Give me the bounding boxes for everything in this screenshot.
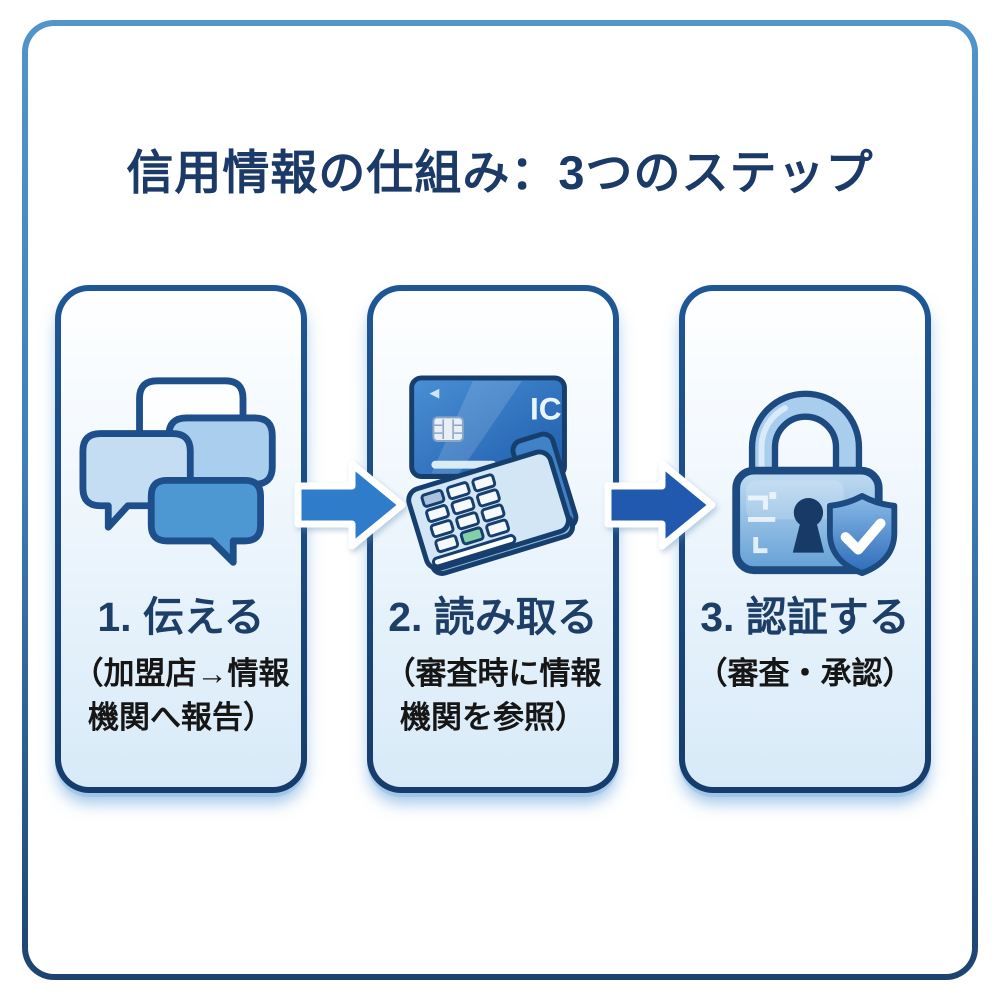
step-card-2: IC: [367, 285, 619, 793]
credit-card-reader-icon: IC: [387, 369, 599, 581]
step-2-caption: （審査時に情報機関を参照）: [384, 656, 602, 736]
step-3-heading: 3. 認証する: [700, 594, 910, 640]
step-3-caption: （審査・承認）: [696, 656, 914, 692]
step-1-caption: （加盟店→情報機関へ報告）: [72, 656, 290, 736]
page-title: 信用情報の仕組み：3つのステップ: [126, 146, 874, 199]
arrow-right-icon-step2-3: [604, 460, 716, 550]
step-2-heading: 2. 読み取る: [388, 594, 598, 640]
step-card-1: 1. 伝える （加盟店→情報機関へ報告）: [55, 285, 307, 793]
step-1-heading: 1. 伝える: [97, 594, 265, 640]
lock-shield-icon: [699, 369, 911, 581]
arrow-right-icon-step1-2: [294, 460, 406, 550]
step-card-3: 3. 認証する （審査・承認）: [679, 285, 931, 793]
ic-chip-label: IC: [529, 390, 561, 426]
chat-bubbles-icon: [75, 369, 287, 581]
